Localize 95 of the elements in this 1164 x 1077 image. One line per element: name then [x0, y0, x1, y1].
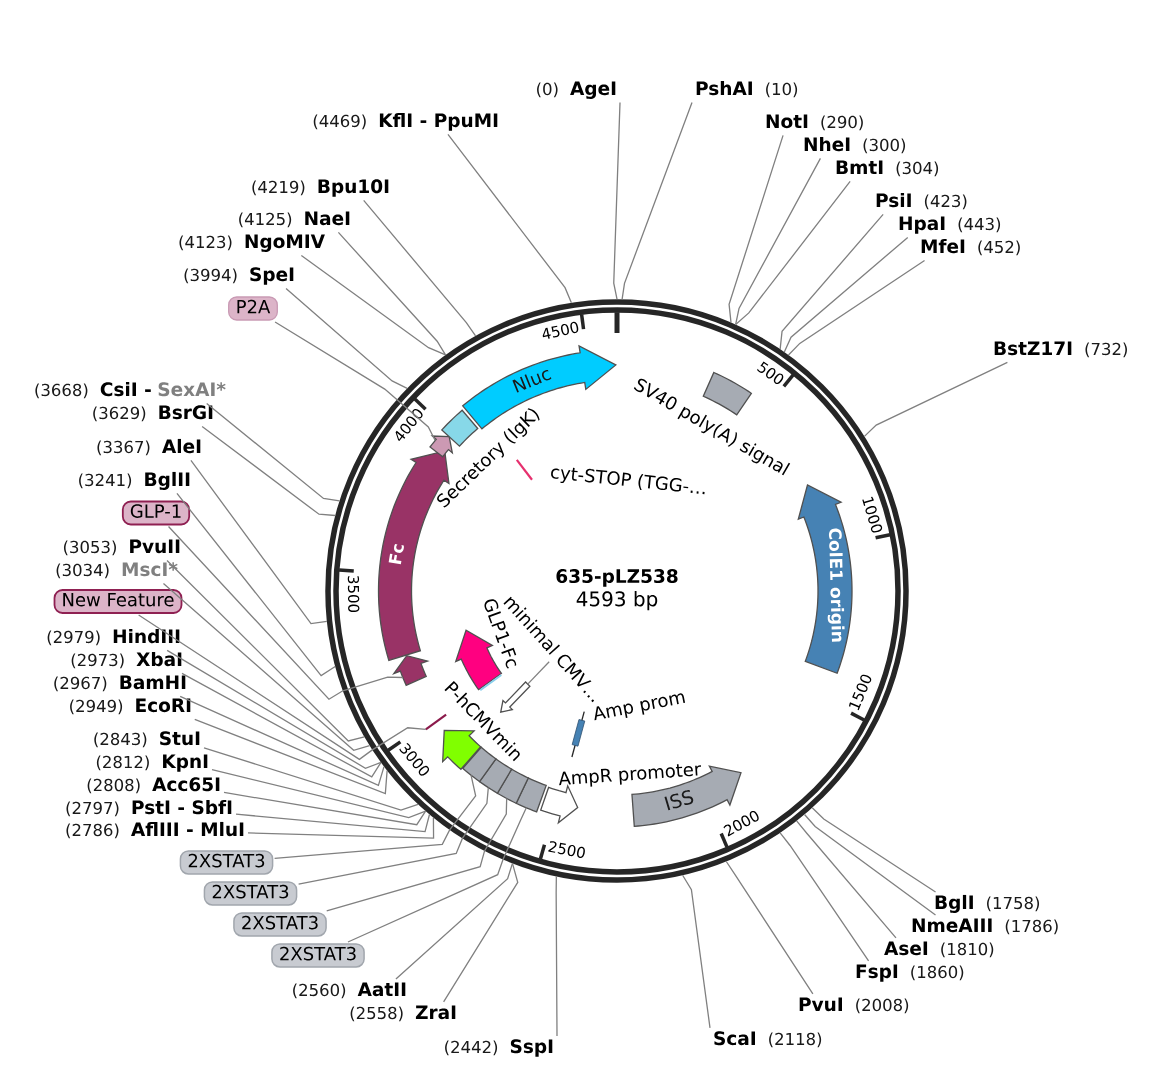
enzyme-label: SexAI*	[158, 382, 226, 397]
position-label: (290)	[821, 115, 863, 131]
enzyme-label: NmeAIII	[912, 918, 992, 933]
position-label: (452)	[978, 240, 1020, 256]
enzyme-label: PshAI	[696, 80, 752, 96]
label-tag: New Feature	[53, 589, 183, 614]
position-label: (2786)	[66, 823, 119, 839]
label-tag: 2XSTAT3	[271, 943, 365, 968]
position-label: (3629)	[93, 406, 146, 422]
enzyme-label: XbaI	[136, 651, 182, 667]
position-label: (2949)	[70, 699, 123, 715]
position-label: (3034)	[56, 563, 109, 579]
feature-tick	[515, 459, 533, 481]
position-label: (10)	[766, 82, 798, 98]
feature-bar	[571, 710, 586, 758]
enzyme-label: PsiI	[876, 192, 911, 208]
enzyme-label: KflI - PpuMI	[379, 112, 498, 131]
enzyme-label: PvuII	[130, 539, 180, 554]
position-label: (2979)	[47, 630, 100, 646]
enzyme-label: NheI	[804, 136, 850, 152]
position-label: (2973)	[71, 653, 124, 669]
enzyme-label: AatII	[357, 982, 406, 997]
enzyme-label: AgeI	[570, 81, 616, 99]
enzyme-label: PvuI	[799, 997, 842, 1012]
position-label: (443)	[958, 217, 1001, 233]
position-label: (1758)	[987, 896, 1040, 912]
enzyme-label: BmtI	[836, 160, 883, 174]
enzyme-label: HpaI	[899, 216, 945, 234]
enzyme-label: AleI	[162, 438, 201, 454]
enzyme-label: SspI	[510, 1039, 553, 1057]
label-tag: GLP-1	[121, 500, 191, 526]
tick-label: 1500	[849, 674, 872, 711]
enzyme-label: KpnI	[163, 754, 208, 772]
position-label: (2843)	[94, 732, 147, 748]
position-label: (2797)	[66, 801, 119, 817]
label-tag: 2XSTAT3	[179, 850, 274, 875]
position-label: (1786)	[1005, 919, 1058, 935]
position-label: (4123)	[179, 235, 232, 251]
position-label: (2560)	[293, 983, 346, 999]
enzyme-label: BglI	[935, 894, 973, 913]
position-label: (3994)	[184, 268, 237, 284]
enzyme-label: HindIII	[113, 628, 180, 644]
enzyme-label: AflIII - MluI	[131, 821, 244, 837]
enzyme-label: StuI	[160, 731, 200, 746]
enzyme-label: BglII	[145, 471, 190, 490]
feature-label: cyt-STOP (TGG-…	[551, 467, 705, 495]
position-label: (3367)	[97, 440, 150, 456]
enzyme-label: PstI - SbfI	[132, 799, 232, 815]
enzyme-label: SpeI	[250, 267, 294, 285]
position-label: (3241)	[79, 473, 132, 489]
enzyme-label: BstZ17I	[994, 341, 1072, 356]
plasmid-name: 635-pLZ538	[556, 569, 678, 587]
position-label: (4469)	[313, 114, 366, 130]
position-label: (2812)	[96, 755, 149, 771]
position-label: (0)	[537, 82, 558, 98]
position-label: (2442)	[445, 1040, 498, 1056]
position-label: (4125)	[239, 212, 292, 228]
feature-label: Amp prom	[594, 693, 686, 721]
position-label: (1860)	[911, 965, 964, 981]
enzyme-label: BsrGI	[159, 405, 213, 420]
position-label: (732)	[1085, 342, 1127, 358]
enzyme-label: MscI*	[122, 562, 178, 577]
enzyme-label: NgoMIV	[245, 234, 325, 252]
enzyme-label: ZraI	[415, 1005, 456, 1020]
feature-tick	[425, 713, 447, 731]
enzyme-label: Acc65I	[152, 777, 220, 792]
plasmid-size: 4593 bp	[576, 591, 658, 611]
position-label: (4219)	[252, 180, 305, 196]
enzyme-label: AseI	[884, 941, 928, 956]
position-label: (2008)	[856, 998, 909, 1014]
enzyme-label: Bpu10I	[318, 179, 389, 197]
position-label: (2118)	[769, 1032, 822, 1048]
enzyme-label: FspI	[856, 964, 898, 982]
enzyme-label: EcoRI	[136, 698, 191, 713]
position-label: (304)	[896, 161, 939, 177]
position-label: (2967)	[54, 676, 107, 692]
position-label: (300)	[863, 138, 906, 154]
enzyme-label: ScaI	[714, 1031, 755, 1046]
position-label: (2558)	[350, 1006, 403, 1022]
enzyme-label: NotI	[766, 114, 808, 129]
position-label: (2808)	[87, 778, 140, 794]
tick-label: 3500	[347, 576, 360, 613]
label-tag: P2A	[228, 296, 278, 321]
label-tag: 2XSTAT3	[233, 912, 327, 937]
enzyme-label: BamHI	[120, 675, 186, 690]
position-label: (3668)	[35, 383, 88, 399]
label-tag: 2XSTAT3	[203, 881, 298, 906]
position-label: (1810)	[941, 942, 994, 958]
enzyme-label: NaeI	[305, 211, 350, 226]
position-label: (3053)	[63, 540, 116, 556]
enzyme-label: MfeI	[921, 238, 965, 254]
tick-label: 2500	[548, 841, 585, 858]
position-label: (423)	[924, 194, 967, 210]
enzyme-label: CsiI -	[100, 381, 151, 397]
tick-label: 500	[757, 361, 784, 385]
